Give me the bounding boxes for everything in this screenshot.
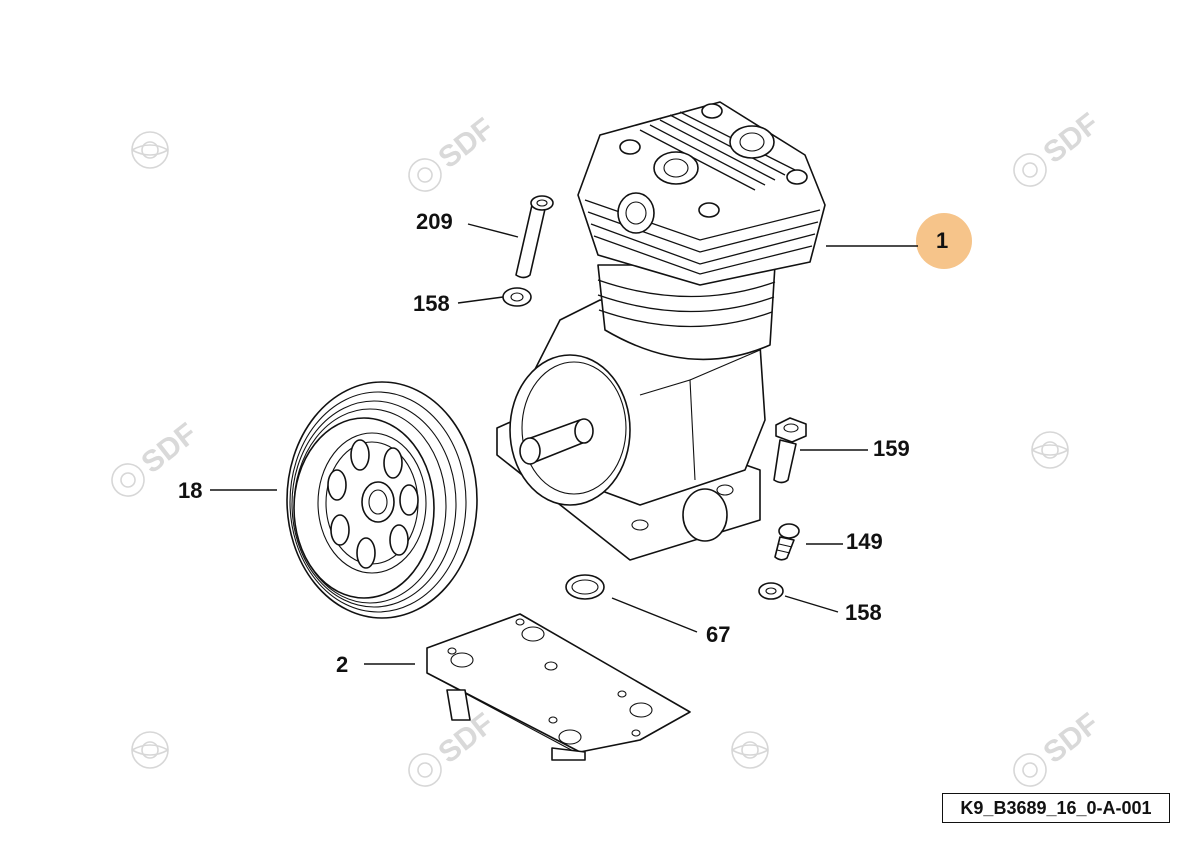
callout-18[interactable]: 18	[178, 478, 203, 503]
pulley-spokes	[327, 439, 419, 569]
leader-line-209	[467, 223, 519, 238]
watermark-logo-icon: SDF	[1013, 107, 1105, 187]
screw-149	[774, 523, 800, 561]
pulley-18	[286, 381, 478, 619]
bolt-209	[515, 195, 554, 279]
o-ring-67	[565, 574, 605, 600]
washer-158-upper	[502, 287, 532, 307]
watermark-text: SDF	[1037, 707, 1105, 770]
callout-highlight	[916, 213, 972, 269]
watermark-logo-icon	[131, 131, 169, 169]
watermark-logo-icon	[731, 731, 769, 769]
watermark-logo-icon: SDF	[1013, 707, 1105, 787]
bolt-159	[773, 417, 807, 484]
watermark-text: SDF	[432, 112, 500, 175]
watermark-logo-icon: SDF	[408, 112, 500, 192]
leader-line-67	[611, 597, 698, 633]
compressor-1	[496, 101, 826, 561]
watermark-text: SDF	[1037, 107, 1105, 170]
callout-149[interactable]: 149	[846, 529, 883, 554]
watermark-logo-icon	[131, 731, 169, 769]
drawing-reference-box: K9_B3689_16_0-A-001	[942, 793, 1170, 823]
watermark-logo-icon	[1031, 431, 1069, 469]
leader-lines	[210, 223, 918, 665]
washer-158-lower	[758, 582, 784, 600]
callout-159[interactable]: 159	[873, 436, 910, 461]
callout-67[interactable]: 67	[706, 622, 731, 647]
callout-209[interactable]: 209	[416, 209, 453, 234]
leader-line-158a	[457, 296, 504, 304]
callout-158-lower[interactable]: 158	[845, 600, 882, 625]
callout-1[interactable]: 1	[936, 228, 949, 253]
watermark-text: SDF	[135, 417, 203, 480]
bracket-2	[426, 613, 691, 761]
callout-2[interactable]: 2	[336, 652, 349, 677]
callout-158-upper[interactable]: 158	[413, 291, 450, 316]
leader-line-158b	[784, 595, 839, 613]
drawing-reference-code: K9_B3689_16_0-A-001	[960, 797, 1152, 818]
